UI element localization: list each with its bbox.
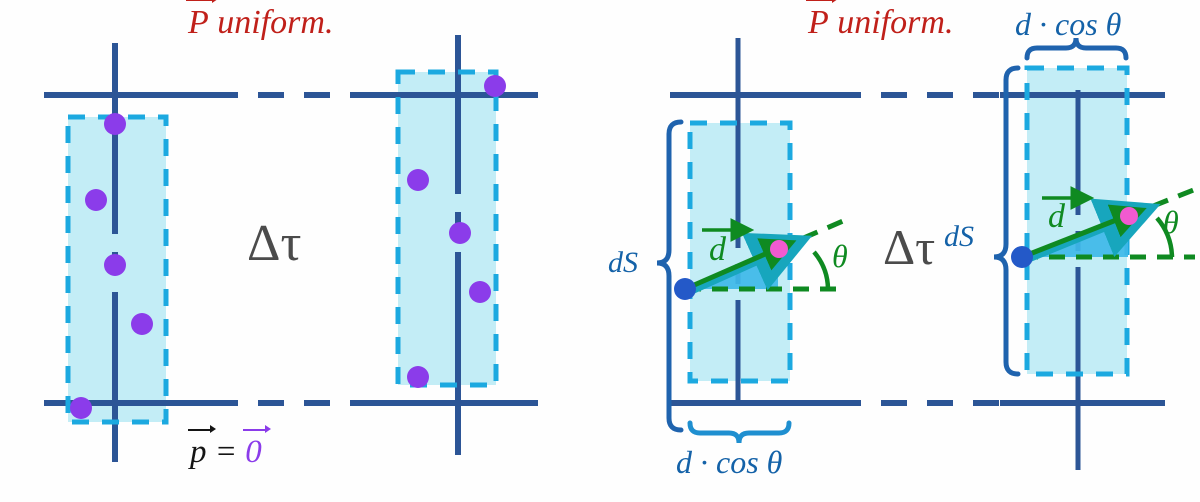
surface-brace-right	[993, 65, 1021, 377]
charge-dot	[449, 222, 471, 244]
charge-dot	[469, 281, 491, 303]
left-panel-charge-dots-a	[70, 113, 153, 419]
theta-label-left: θ	[832, 238, 848, 274]
left-panel-slab-b-outline	[395, 69, 499, 388]
charge-dot	[407, 169, 429, 191]
charge-dot	[104, 254, 126, 276]
dipole-vector-symbol: p	[188, 425, 215, 470]
left-panel-slab-a-outline	[65, 114, 169, 425]
charge-dot	[484, 75, 506, 97]
surface-label-right: dS	[944, 220, 974, 253]
theta-label-right: θ	[1163, 204, 1179, 240]
right-panel-top-projection-label: d · cos θ	[1015, 6, 1122, 42]
left-panel-bottom-equation: p = 0	[188, 425, 271, 470]
left-panel-header-label: P uniform.	[186, 0, 334, 41]
right-panel-group	[656, 37, 1197, 470]
left-panel-header-text: uniform.	[208, 4, 334, 41]
equals-sign: =	[206, 434, 246, 470]
tip-point-right	[1120, 207, 1138, 225]
right-panel-header-text: uniform.	[828, 4, 954, 41]
left-panel-volume-label: Δτ	[247, 215, 302, 272]
charge-dot	[85, 189, 107, 211]
p-vector-symbol: P	[186, 0, 218, 41]
right-panel-volume-label: Δτ	[883, 219, 936, 275]
left-panel-charge-dots-b	[407, 75, 506, 388]
width-label-left: d · cos θ	[676, 444, 783, 480]
width-brace-right	[1024, 37, 1129, 61]
displacement-vector-right	[1021, 204, 1147, 260]
right-panel-slab-a-outline	[687, 120, 793, 384]
origin-point-left	[674, 278, 696, 300]
theta-arc-left	[812, 250, 831, 290]
p-vector-symbol: P	[806, 0, 838, 41]
hypotenuse-dashed-right	[1127, 186, 1197, 219]
surface-label-left: dS	[608, 246, 638, 279]
right-panel-header-label: P uniform.	[806, 0, 954, 41]
displacement-label-left: d	[709, 231, 726, 268]
origin-point-right	[1011, 246, 1033, 268]
displacement-vector-left	[684, 238, 797, 292]
displacement-label-right: d	[1048, 198, 1065, 235]
charge-dot	[104, 113, 126, 135]
surface-brace-left	[656, 119, 684, 433]
charge-dot	[407, 366, 429, 388]
charge-dot	[70, 397, 92, 419]
theta-arc-right	[1155, 216, 1175, 258]
width-brace-left	[687, 420, 792, 444]
left-panel-slab-b-fill	[398, 72, 496, 385]
zero-vector-symbol: 0	[243, 425, 271, 470]
charge-dot	[131, 313, 153, 335]
left-panel-group	[44, 35, 538, 462]
tip-point-left	[770, 240, 788, 258]
